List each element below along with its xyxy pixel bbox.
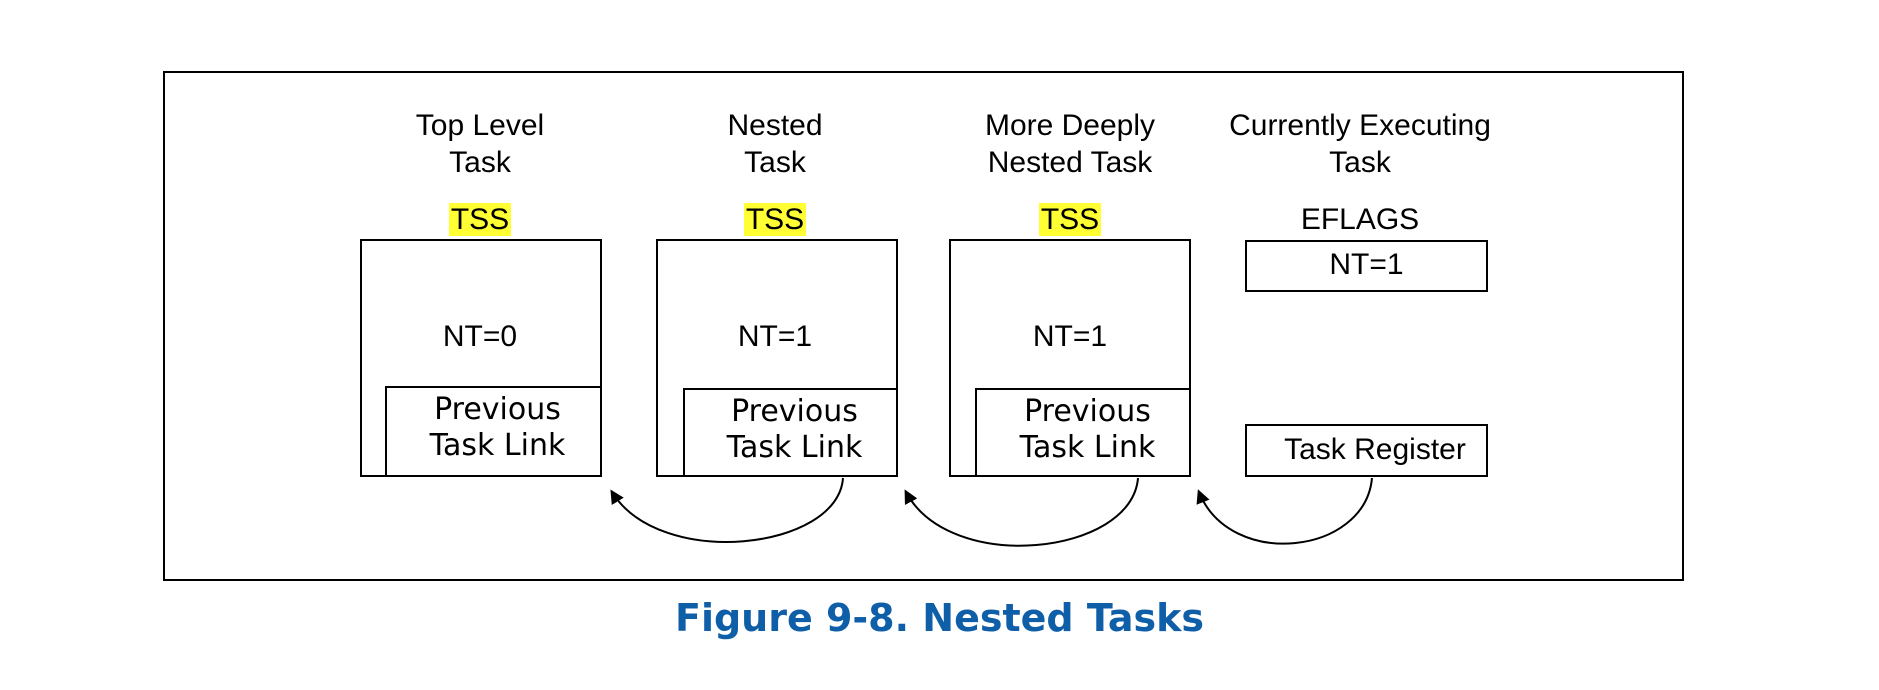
column-title-more-deeply-nested: More Deeply Nested Task xyxy=(960,107,1180,181)
column-title-line2: Task xyxy=(1329,146,1391,179)
column-title-currently-executing: Currently Executing Task xyxy=(1210,107,1510,181)
previous-task-link-line1: Previous xyxy=(731,394,858,429)
task-register-label: Task Register xyxy=(1284,433,1466,466)
previous-task-link-label: Previous Task Link xyxy=(995,394,1180,466)
column-title-line2: Task xyxy=(449,146,511,179)
diagram-frame xyxy=(163,71,1684,581)
previous-task-link-label: Previous Task Link xyxy=(405,392,590,464)
previous-task-link-line2: Task Link xyxy=(429,428,566,463)
task-register-box xyxy=(1245,424,1488,477)
tss-box-top-level xyxy=(360,239,602,477)
link-arrow-nested-to-top-level xyxy=(610,477,844,543)
column-title-line2: Task xyxy=(744,146,806,179)
eflags-label: EFLAGS xyxy=(1300,203,1420,236)
nt-flag-value: NT=1 xyxy=(737,320,813,353)
previous-task-link-label: Previous Task Link xyxy=(702,394,887,466)
tss-box-nested xyxy=(656,239,898,477)
tss-box-more-deeply-nested xyxy=(949,239,1191,477)
link-arrow-task-register-to-deeply-nested xyxy=(1196,477,1373,545)
column-title-line1: Currently Executing xyxy=(1229,109,1491,142)
column-title-line1: Top Level xyxy=(415,109,545,142)
tss-label: TSS xyxy=(695,201,855,238)
previous-task-link-line1: Previous xyxy=(434,392,561,427)
column-title-line1: Nested xyxy=(727,109,823,142)
tss-label: TSS xyxy=(990,201,1150,238)
nt-flag-value: NT=0 xyxy=(442,320,518,353)
tss-label: TSS xyxy=(400,201,560,238)
tss-label-text: TSS xyxy=(1038,203,1102,236)
eflags-box xyxy=(1245,240,1488,292)
previous-task-link-line2: Task Link xyxy=(1019,430,1156,465)
tss-label-text: TSS xyxy=(448,203,512,236)
link-arrow-deeply-nested-to-nested xyxy=(904,477,1139,547)
column-title-top-level: Top Level Task xyxy=(400,107,560,181)
previous-task-link-field xyxy=(975,388,1191,477)
column-title-line2: Nested Task xyxy=(987,146,1153,179)
figure-caption: Figure 9-8. Nested Tasks xyxy=(674,596,1205,640)
column-title-line1: More Deeply xyxy=(984,109,1156,142)
previous-task-link-field xyxy=(385,386,602,477)
tss-label-text: TSS xyxy=(743,203,807,236)
previous-task-link-line2: Task Link xyxy=(726,430,863,465)
previous-task-link-field xyxy=(683,388,898,477)
nt-flag-value: NT=1 xyxy=(1032,320,1108,353)
previous-task-link-line1: Previous xyxy=(1024,394,1151,429)
column-title-nested: Nested Task xyxy=(695,107,855,181)
eflags-nt-value: NT=1 xyxy=(1329,248,1404,281)
